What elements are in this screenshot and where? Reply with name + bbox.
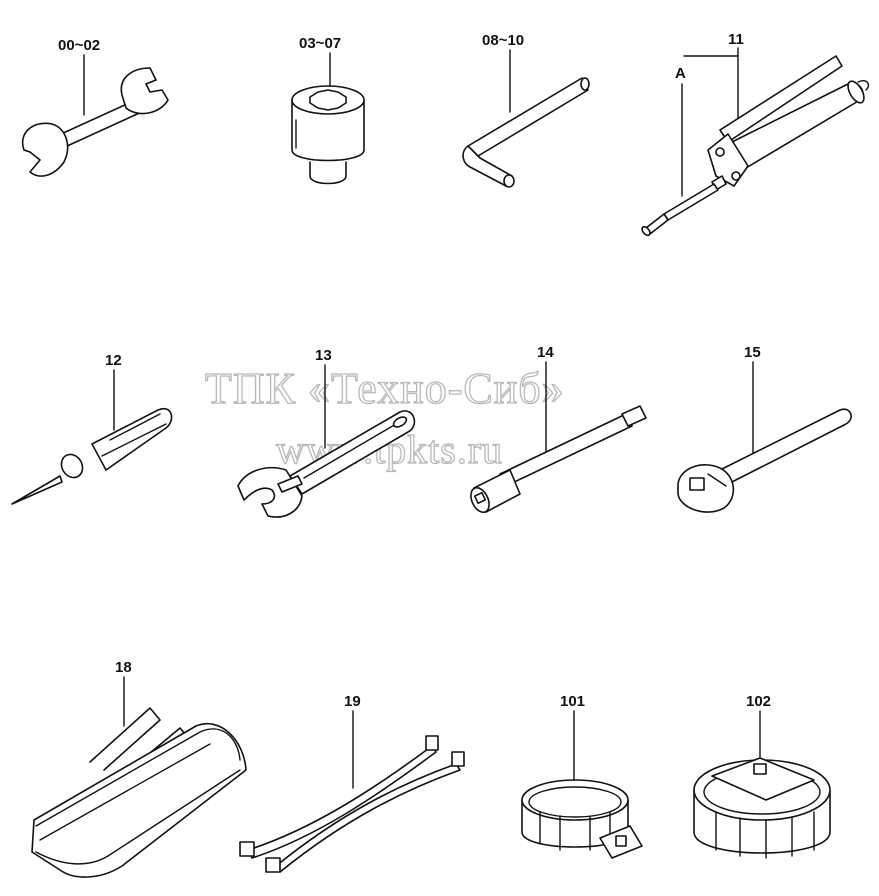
hexkey-short-arm: [462, 145, 513, 187]
spanner-head-small: [120, 67, 169, 115]
screwdriver-shaft: [11, 475, 63, 505]
bag-handle-rear: [89, 707, 161, 771]
strap-1: [247, 745, 437, 859]
label-18: 18: [115, 659, 132, 676]
ratchet-drive: [689, 477, 705, 491]
watermark: ТПК «Техно-Сиб» www.tpkts.ru: [204, 363, 565, 472]
filter-cap-bridge: [711, 757, 815, 801]
greasegun-tube: [663, 183, 719, 221]
ratchet-bar: [719, 408, 852, 485]
socket-drive: [309, 161, 347, 185]
extension-shaft: [499, 413, 633, 487]
part-tool-bag: 18: [31, 659, 247, 878]
label-19: 19: [344, 693, 361, 710]
bag-body: [31, 723, 247, 878]
label-15: 15: [744, 344, 761, 361]
label-03-07: 03~07: [299, 35, 341, 52]
filter-wrench-rim: [521, 779, 629, 821]
label-101: 101: [560, 693, 585, 710]
wrench-worm: [277, 475, 303, 493]
strap-2: [275, 763, 461, 873]
label-08-10: 08~10: [482, 32, 524, 49]
part-ratchet-handle: 15: [677, 344, 852, 513]
label-102: 102: [746, 693, 771, 710]
part-extension-bar: 14: [470, 344, 647, 514]
spanner-head-large: [21, 122, 69, 177]
watermark-line1: ТПК «Техно-Сиб»: [205, 364, 565, 413]
leader-11: [683, 55, 739, 127]
part-screwdriver: 12: [11, 352, 173, 505]
screwdriver-handle: [91, 407, 173, 471]
label-00-02: 00~02: [58, 37, 100, 54]
part-spanner: 00~02: [21, 37, 169, 177]
hexkey-long-arm: [467, 77, 589, 157]
part-grease-gun: 11 A: [641, 31, 870, 237]
ratchet-head: [677, 464, 735, 513]
part-filter-wrench: 101: [521, 693, 643, 859]
callout-a: A: [675, 65, 686, 82]
socket-body: [291, 99, 365, 162]
socket-bore: [309, 89, 347, 111]
part-adjustable-wrench: 13: [237, 347, 416, 518]
part-hex-key: 08~10: [462, 32, 590, 188]
label-11: 11: [728, 31, 744, 48]
screwdriver-ferrule: [60, 453, 84, 479]
part-tie-straps: 19: [239, 693, 465, 873]
part-socket: 03~07: [291, 35, 365, 185]
label-14: 14: [537, 344, 554, 361]
part-filter-cap: 102: [693, 693, 831, 859]
label-13: 13: [315, 347, 332, 364]
label-12: 12: [105, 352, 122, 369]
